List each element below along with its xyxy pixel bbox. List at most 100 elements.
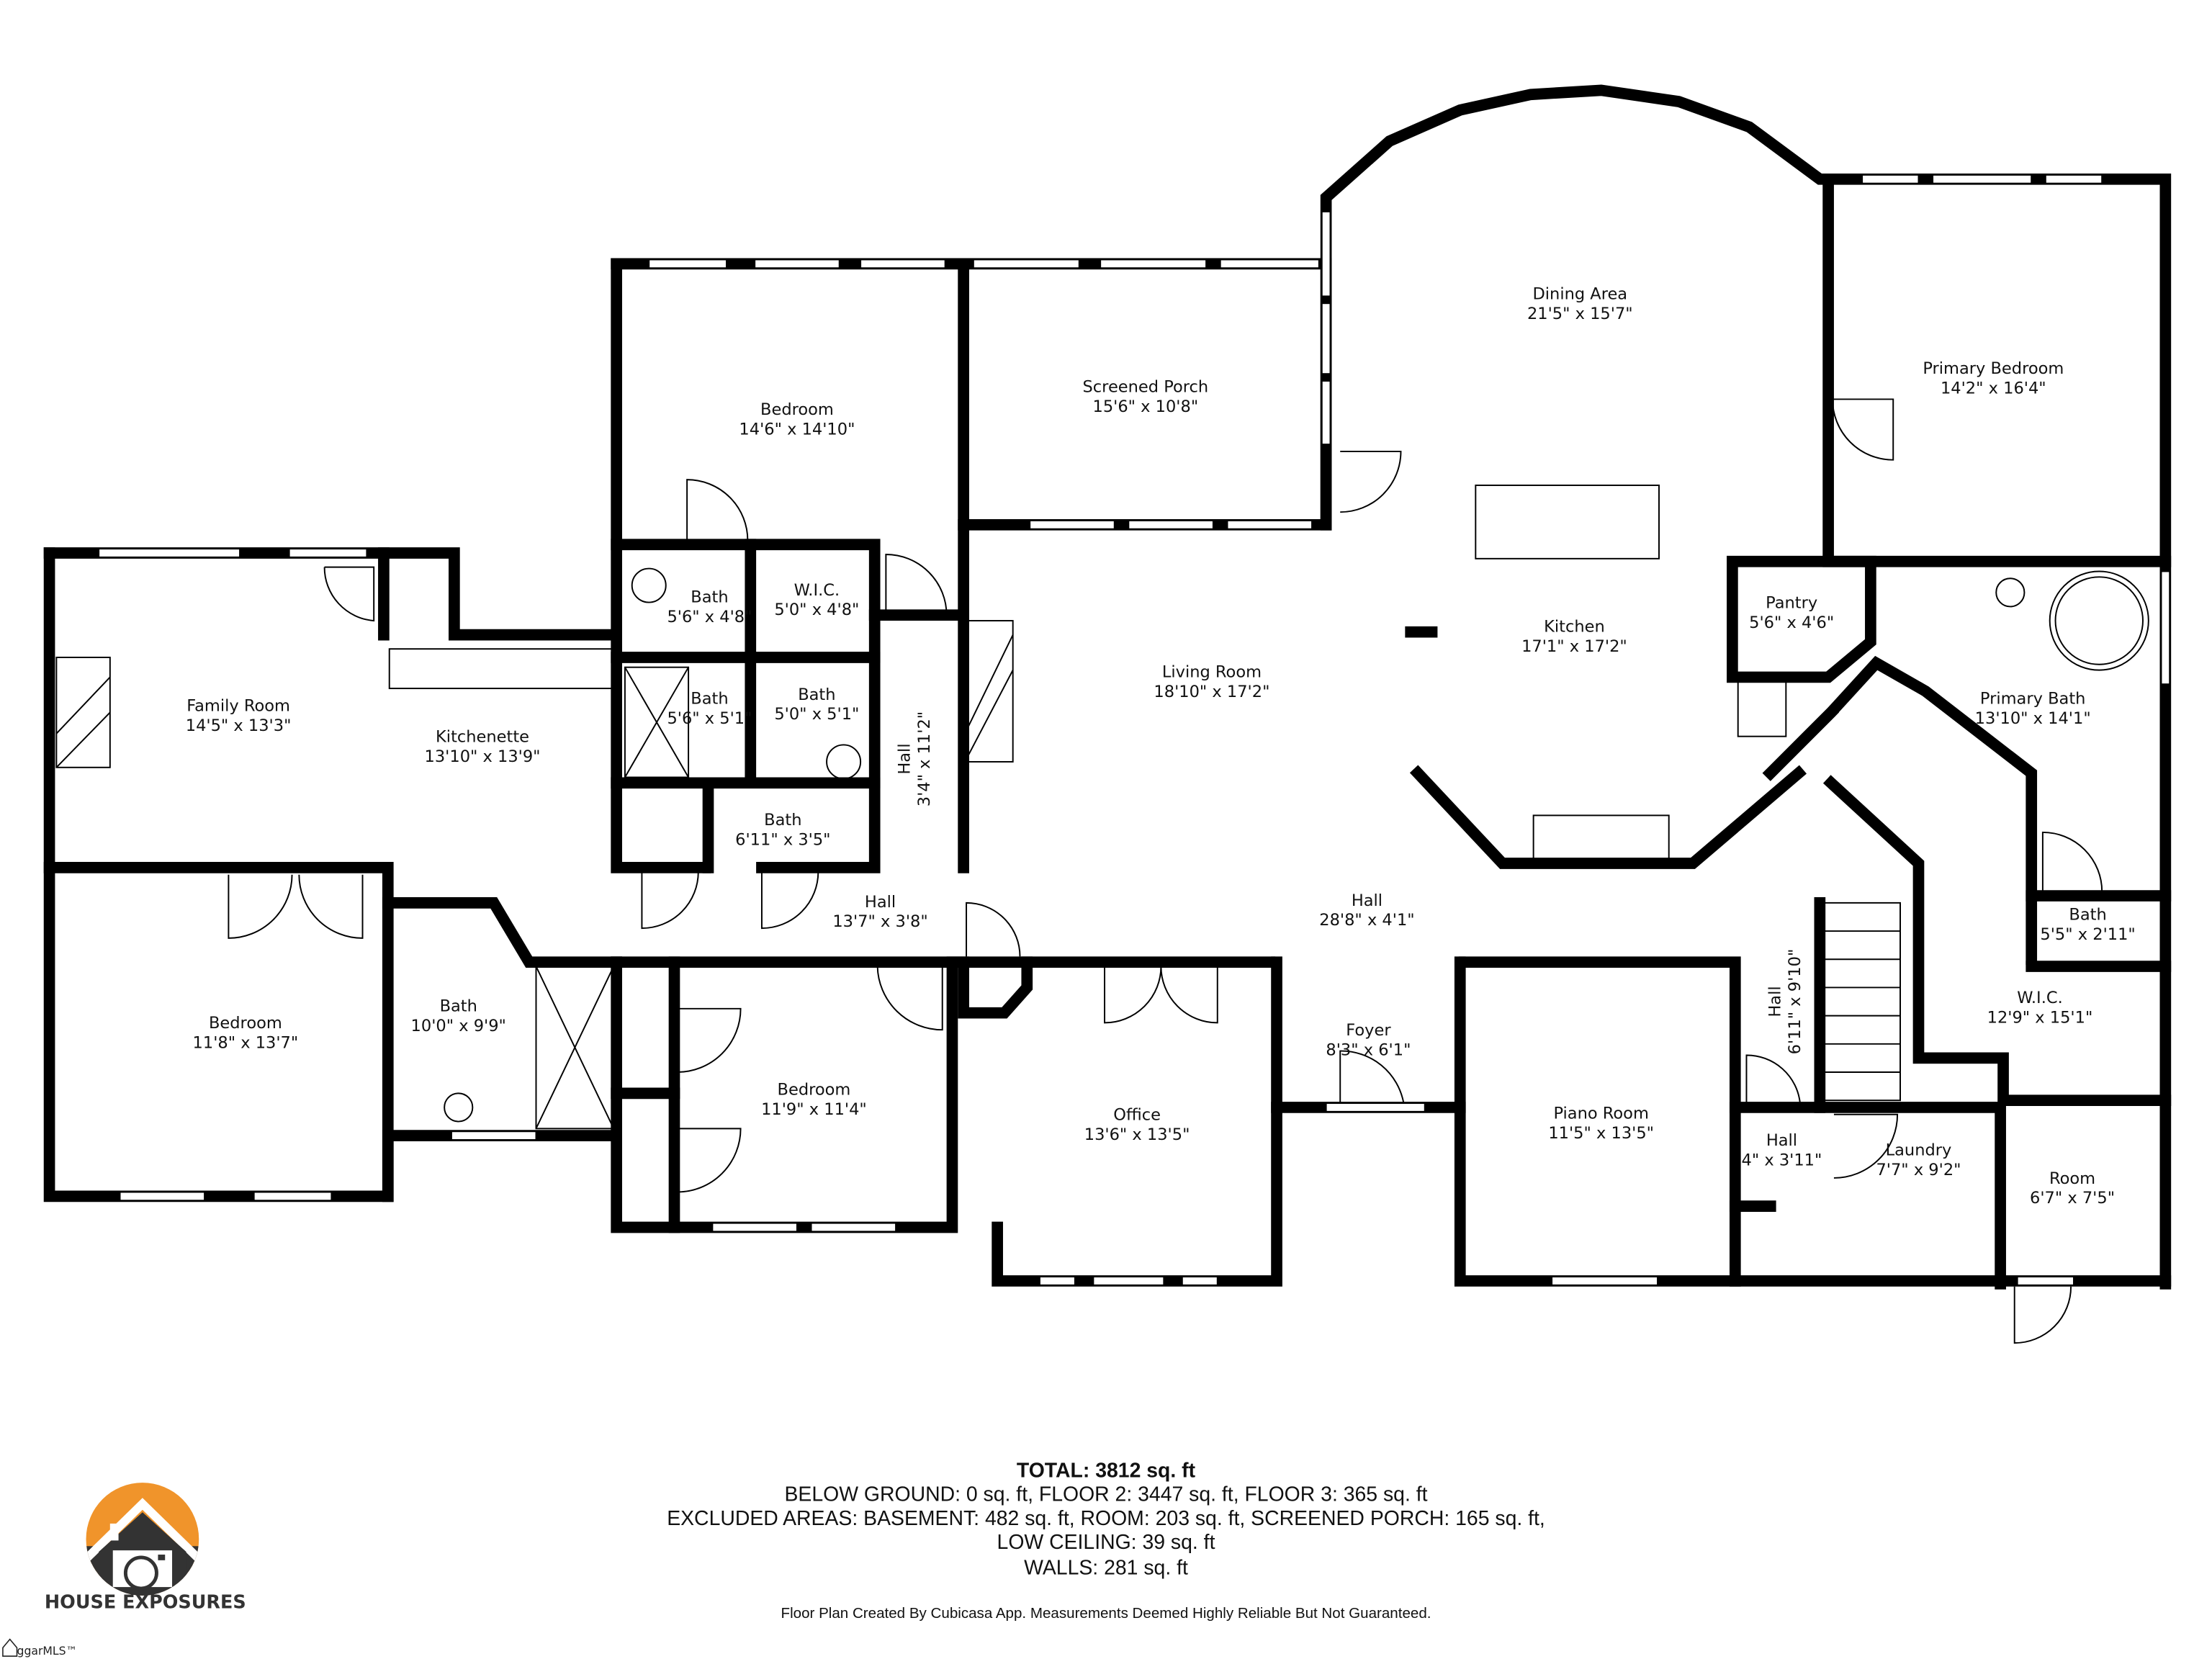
room-dimensions: 13'10" x 13'9" — [425, 747, 541, 766]
room-dimensions: 28'8" x 4'1" — [1319, 911, 1414, 930]
room-label: Living Room 18'10" x 17'2" — [1154, 662, 1269, 701]
summary-line-2: EXCLUDED AREAS: BASEMENT: 482 sq. ft, RO… — [667, 1507, 1545, 1530]
room-name: Bath — [691, 588, 728, 607]
area-summary: TOTAL: 3812 sq. ft BELOW GROUND: 0 sq. f… — [667, 1459, 1545, 1622]
room-name: Kitchen — [1544, 618, 1605, 637]
room-name: Bedroom — [778, 1080, 851, 1099]
room-name: Primary Bath — [1980, 690, 2086, 709]
room-name: W.I.C. — [2017, 989, 2063, 1007]
room-name: Living Room — [1162, 662, 1262, 681]
room-name: Room — [2049, 1169, 2095, 1188]
room-dimensions: 6'11" x 9'10" — [1786, 949, 1804, 1055]
room-dimensions: 14'2" x 16'4" — [1941, 379, 2046, 398]
room-name: Hall — [865, 893, 896, 912]
room-dimensions: 11'5" x 13'5" — [1548, 1124, 1654, 1143]
fixtures — [55, 484, 2149, 1130]
room-name: Hall — [1352, 891, 1382, 910]
room-name: Foyer — [1346, 1021, 1391, 1040]
room-name: Office — [1113, 1106, 1161, 1125]
room-dimensions: 13'7" x 3'8" — [832, 912, 927, 931]
room-dimensions: 11'8" x 13'7" — [193, 1034, 299, 1053]
room-dimensions: 5'6" x 5'1" — [667, 709, 752, 728]
disclaimer: Floor Plan Created By Cubicasa App. Meas… — [781, 1605, 1431, 1622]
walls — [43, 84, 2172, 1290]
room-dimensions: 5'0" x 5'1" — [774, 705, 859, 724]
summary-line-4: WALLS: 281 sq. ft — [1024, 1556, 1188, 1579]
logo-brand-text: HOUSE EXPOSURES — [45, 1591, 246, 1613]
room-dimensions: 14'5" x 13'3" — [186, 716, 292, 735]
room-label: W.I.C.12'9" x 15'1" — [1987, 989, 2093, 1027]
mls-watermark-text: ggarMLS™ — [17, 1644, 78, 1658]
room-name: Hall — [896, 743, 914, 774]
room-dimensions: 5'5" x 2'11" — [2040, 925, 2135, 944]
room-dimensions: 4" x 3'11" — [1742, 1151, 1822, 1169]
room-name: Bath — [764, 811, 801, 830]
summary-total: TOTAL: 3812 sq. ft — [1017, 1459, 1196, 1482]
room-dimensions: 14'6" x 14'10" — [739, 420, 855, 439]
room-dimensions: 5'0" x 4'8" — [774, 601, 859, 619]
room-name: Family Room — [186, 696, 290, 715]
room-dimensions: 6'11" x 3'5" — [735, 831, 830, 850]
room-name: Primary Bedroom — [1923, 359, 2064, 378]
room-name: Bedroom — [760, 400, 834, 419]
summary-line-1: BELOW GROUND: 0 sq. ft, FLOOR 2: 3447 sq… — [784, 1483, 1427, 1506]
room-name: Bath — [691, 690, 728, 709]
doors — [228, 398, 2103, 1344]
room-dimensions: 6'7" x 7'5" — [2030, 1189, 2115, 1208]
room-name: Bedroom — [209, 1014, 282, 1033]
room-dimensions: 8'3" x 6'1" — [1326, 1040, 1411, 1059]
room-dimensions: 10'0" x 9'9" — [411, 1017, 506, 1035]
room-name: Piano Room — [1553, 1105, 1648, 1123]
windows — [98, 174, 2171, 1286]
room-dimensions: 11'9" x 11'4" — [761, 1100, 867, 1119]
room-name: Kitchenette — [436, 728, 529, 747]
room-name: W.I.C. — [794, 581, 840, 600]
mls-watermark: ggarMLS™ — [2, 1638, 78, 1658]
room-dimensions: 15'6" x 10'8" — [1093, 397, 1199, 416]
room-dimensions: 5'6" x 4'6" — [1749, 613, 1834, 632]
room-dimensions: 12'9" x 15'1" — [1987, 1008, 2093, 1027]
room-name: Hall — [1766, 1131, 1797, 1150]
room-name: Hall — [1766, 986, 1784, 1017]
room-label: W.I.C.5'0" x 4'8" — [774, 581, 859, 619]
room-dimensions: 3'4" x 11'2" — [915, 711, 934, 806]
room-dimensions: 21'5" x 15'7" — [1527, 305, 1633, 323]
room-dimensions: 13'10" x 14'1" — [1975, 709, 2091, 728]
house-exposures-logo: HOUSE EXPOSURES — [45, 1483, 246, 1613]
room-dimensions: 7'7" x 9'2" — [1876, 1161, 1961, 1179]
room-name: Pantry — [1766, 593, 1817, 612]
room-name: Laundry — [1886, 1141, 1952, 1160]
room-dimensions: 17'1" x 17'2" — [1521, 637, 1627, 656]
room-name: Screened Porch — [1083, 378, 1209, 397]
room-name: Bath — [798, 685, 835, 704]
summary-line-3: LOW CEILING: 39 sq. ft — [997, 1531, 1215, 1554]
room-dimensions: 18'10" x 17'2" — [1154, 683, 1269, 701]
